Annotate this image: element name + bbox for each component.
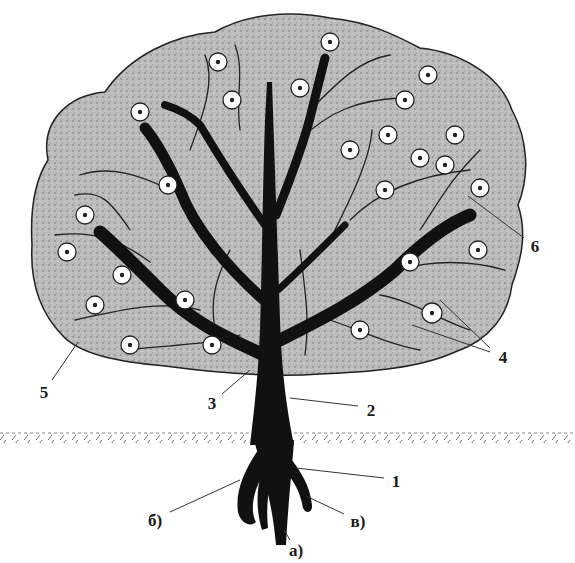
- callout-number: 4: [497, 348, 510, 367]
- callout-number: 5: [38, 383, 51, 402]
- callout-number: 1: [390, 472, 403, 491]
- tree-roots: [237, 440, 312, 545]
- callout-letter: а): [287, 541, 305, 560]
- callout-number: 6: [529, 237, 542, 256]
- fruit-symbols: [58, 33, 489, 354]
- callout-letter: б): [146, 511, 164, 530]
- branches: [100, 58, 470, 355]
- leader-lines: [52, 196, 524, 540]
- callout-letter: в): [349, 512, 368, 531]
- twigs: [55, 45, 505, 355]
- callout-number: 2: [365, 401, 378, 420]
- callout-number: 3: [206, 394, 219, 413]
- fruit-dots: [65, 40, 482, 347]
- tree-trunk: [250, 82, 294, 445]
